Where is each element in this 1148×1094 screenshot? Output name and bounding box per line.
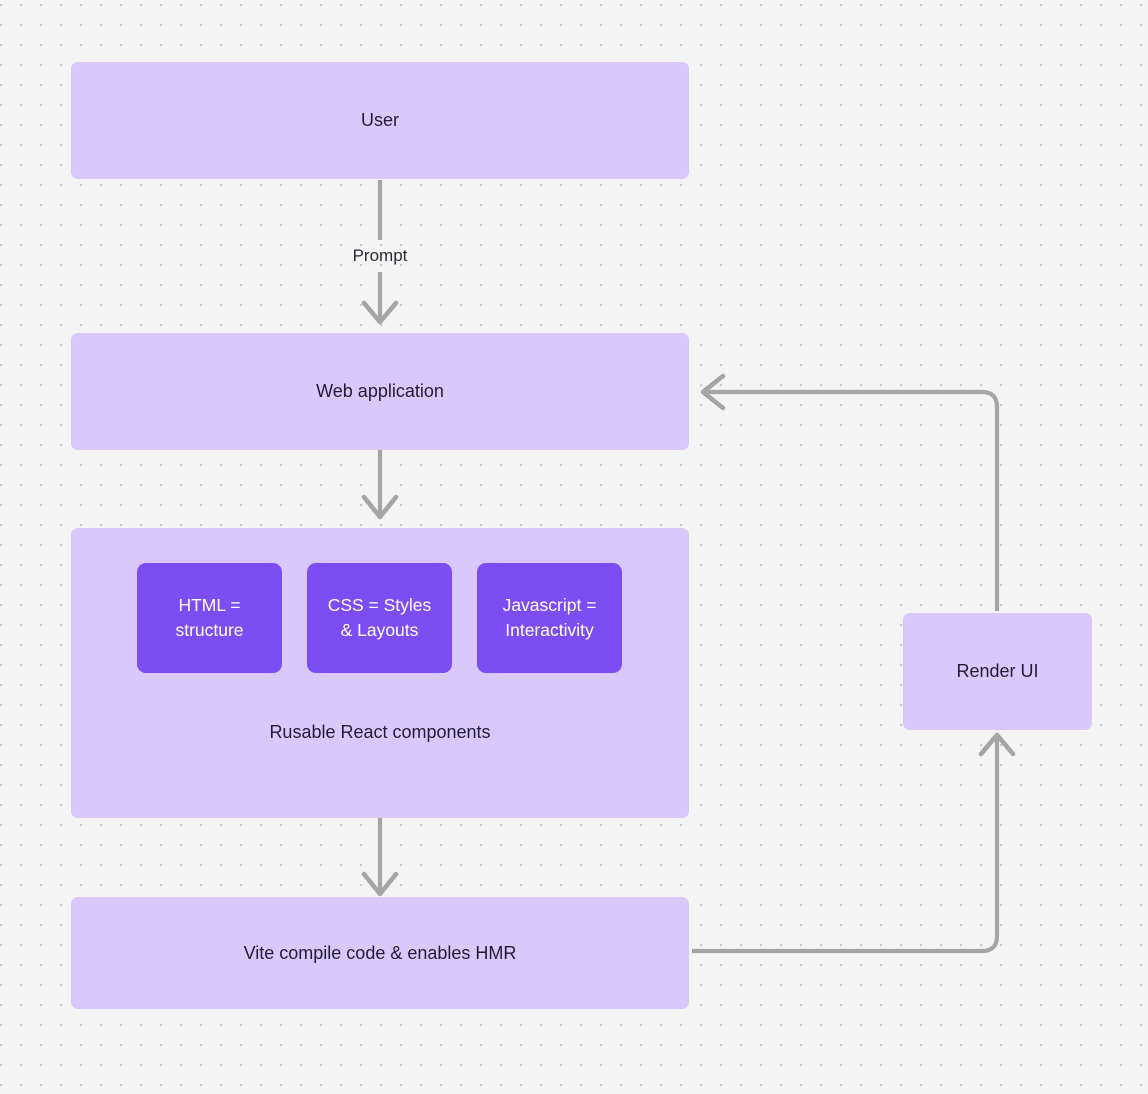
node-vite-label: Vite compile code & enables HMR — [243, 942, 517, 963]
chip-html-line1: HTML = — [178, 595, 241, 616]
chip-html-line2: structure — [175, 620, 244, 640]
node-vite[interactable]: Vite compile code & enables HMR — [71, 897, 689, 1009]
node-web-application[interactable]: Web application — [71, 333, 689, 450]
chip-javascript-line2: Interactivity — [505, 620, 594, 640]
chip-css-line1: CSS = Styles — [327, 595, 432, 616]
edge-web-to-components — [361, 450, 399, 520]
node-web-application-label: Web application — [316, 381, 444, 402]
node-components-group[interactable]: HTML = structure CSS = Styles & Layouts … — [71, 528, 689, 818]
node-user[interactable]: User — [71, 62, 689, 179]
chip-javascript-line1: Javascript = — [502, 595, 597, 616]
node-render-ui[interactable]: Render UI — [903, 613, 1092, 730]
node-components-group-caption: Rusable React components — [269, 722, 491, 742]
edge-label-prompt: Prompt — [352, 246, 408, 265]
chip-css[interactable]: CSS = Styles & Layouts — [307, 563, 452, 673]
chip-html[interactable]: HTML = structure — [137, 563, 282, 673]
node-user-label: User — [360, 110, 399, 131]
chip-css-line2: & Layouts — [340, 620, 419, 640]
edge-vite-to-render — [692, 732, 1016, 954]
chip-javascript[interactable]: Javascript = Interactivity — [477, 563, 622, 673]
node-render-ui-label: Render UI — [956, 661, 1039, 682]
edge-components-to-vite — [361, 818, 399, 897]
edge-render-to-web — [700, 373, 1000, 611]
